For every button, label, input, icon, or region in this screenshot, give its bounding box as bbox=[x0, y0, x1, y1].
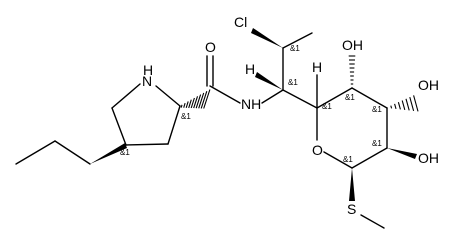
bond-c3-c4-pyrrolidine bbox=[125, 143, 169, 146]
atom-oh-c3: OH bbox=[418, 77, 439, 93]
stereo-c2-pyrrolidine: &1 bbox=[181, 112, 191, 121]
wedge-c8-cl bbox=[251, 28, 283, 48]
stereo-c3: &1 bbox=[372, 105, 382, 114]
atom-h-pyrrolidine: H bbox=[143, 62, 153, 78]
bond-c4-c3 bbox=[351, 87, 388, 109]
bond-propyl-1 bbox=[15, 140, 56, 165]
bond-c5-c4 bbox=[316, 87, 353, 109]
bond-propyl-2 bbox=[54, 140, 91, 165]
stereo-c4-pyrrolidine: &1 bbox=[120, 148, 130, 157]
bond-c1-o5 bbox=[323, 151, 353, 169]
atom-n-pyrrolidine: N bbox=[142, 73, 152, 89]
bond-c4-c5-pyrrolidine bbox=[111, 107, 127, 146]
bond-carbonyl-nh bbox=[209, 85, 241, 104]
bond-c8-ch3 bbox=[282, 32, 313, 49]
wedge-c7-h bbox=[255, 72, 283, 90]
stereo-c5: &1 bbox=[322, 102, 332, 111]
wedge-c2-oh bbox=[387, 148, 417, 159]
stereo-labels: &1 &1 &1 &1 &1 &1 &1 &1 &1 bbox=[120, 44, 382, 164]
bond-nh-c7 bbox=[261, 89, 284, 104]
bond-s-ch3 bbox=[360, 214, 385, 229]
stereo-c4: &1 bbox=[345, 93, 355, 102]
bond-n1-c2-pyrrolidine bbox=[155, 85, 181, 107]
atom-oh-c2: OH bbox=[418, 150, 439, 166]
stereo-c7: &1 bbox=[288, 78, 298, 87]
hash-c3-oh bbox=[390, 95, 419, 112]
bonds bbox=[15, 28, 419, 229]
stereo-c2: &1 bbox=[372, 139, 382, 148]
wedge-propyl-c4 bbox=[90, 143, 127, 164]
atom-cl: Cl bbox=[234, 14, 247, 30]
atom-h-c5: H bbox=[312, 59, 322, 75]
hash-c4-oh bbox=[348, 55, 356, 85]
stereo-c1: &1 bbox=[343, 155, 353, 164]
atom-o-ring: O bbox=[312, 142, 323, 158]
bond-c7-c5 bbox=[282, 89, 318, 109]
atom-o-carbonyl: O bbox=[205, 39, 216, 55]
atom-s: S bbox=[347, 201, 356, 217]
atom-nh-amide: NH bbox=[241, 96, 261, 112]
atom-oh-c4: OH bbox=[342, 37, 363, 53]
bond-c2-c1 bbox=[351, 147, 388, 169]
bond-c2-c3-pyrrolidine bbox=[167, 105, 181, 145]
bond-c5-n1-pyrrolidine bbox=[111, 83, 141, 109]
atom-labels: Cl O N H NH H H OH OH OH O S bbox=[142, 14, 439, 217]
atom-h-c7: H bbox=[245, 61, 255, 77]
wedge-c1-s bbox=[349, 168, 355, 201]
stereo-c8: &1 bbox=[290, 44, 300, 53]
hash-c2-carbonyl bbox=[180, 89, 211, 109]
